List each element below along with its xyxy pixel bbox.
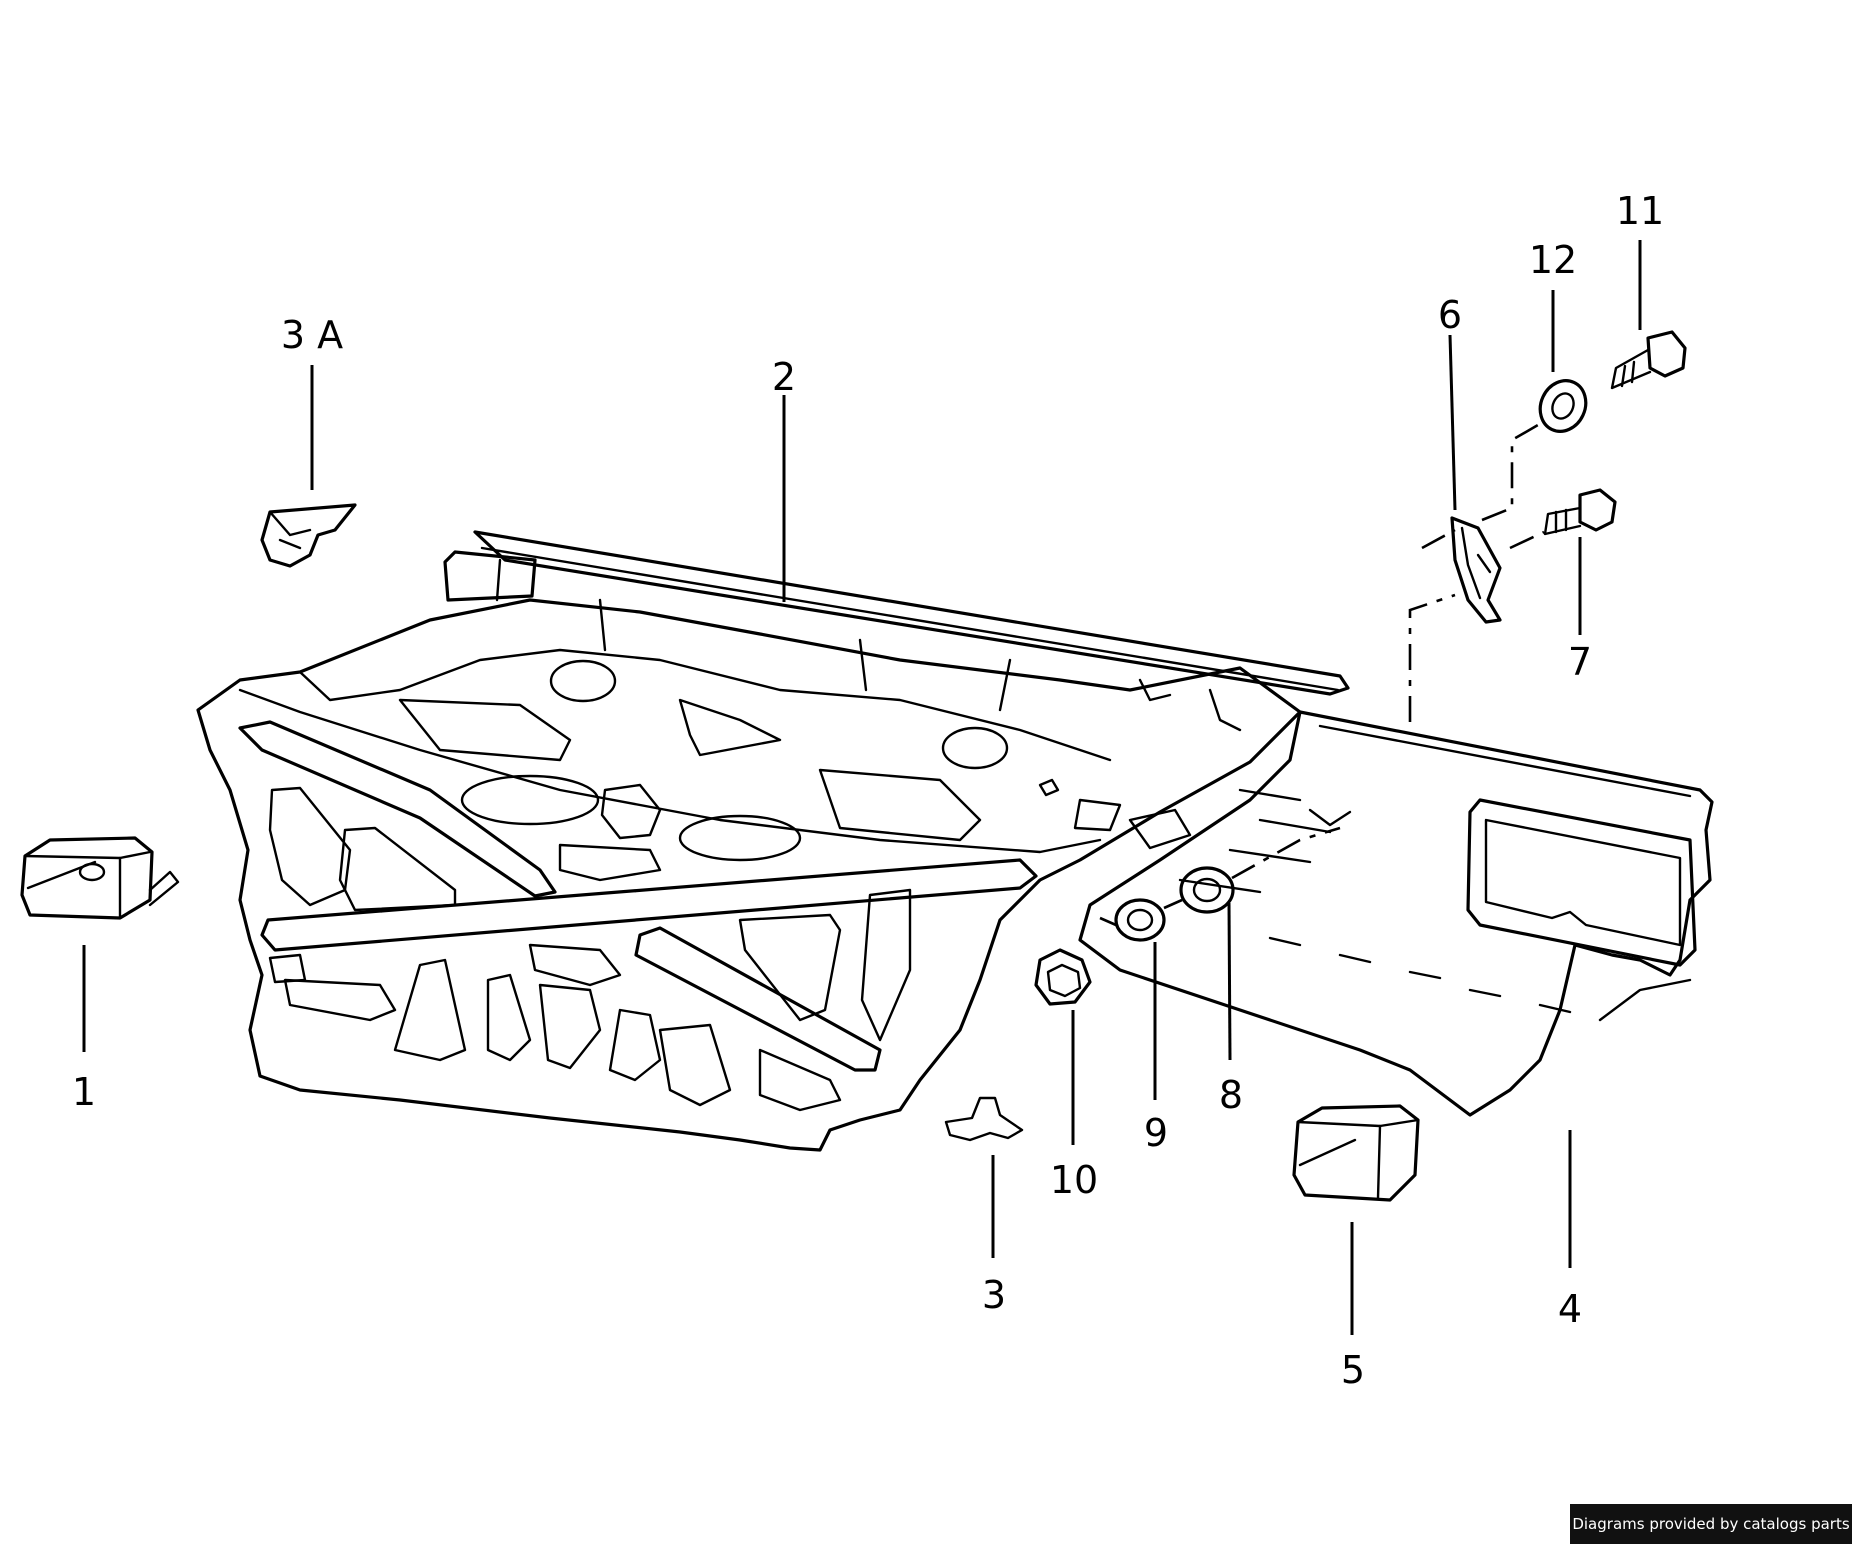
callout-3a[interactable]: 3 A (281, 313, 343, 357)
part-8-washer-drawing (1179, 866, 1235, 914)
callout-3[interactable]: 3 (982, 1273, 1006, 1317)
part-2-floor-panel-drawing (196, 530, 1350, 1152)
part-10-nut-drawing (1034, 948, 1092, 1006)
callout-8[interactable]: 8 (1219, 1073, 1243, 1117)
part-3a-clip-drawing (260, 503, 357, 568)
part-1-block-drawing (20, 836, 180, 920)
part-11-bolt-drawing (1610, 330, 1687, 390)
callout-4[interactable]: 4 (1558, 1287, 1582, 1331)
callout-5[interactable]: 5 (1341, 1348, 1365, 1392)
part-12-washer-drawing (1538, 379, 1588, 433)
part-7-bolt-drawing (1543, 488, 1617, 536)
callout-1[interactable]: 1 (72, 1070, 96, 1114)
credit-banner: Diagrams provided by catalogs parts (1570, 1504, 1852, 1544)
part-6-bracket-drawing (1450, 516, 1502, 624)
callout-10[interactable]: 10 (1050, 1158, 1098, 1202)
callout-6[interactable]: 6 (1438, 293, 1462, 337)
callout-11[interactable]: 11 (1616, 189, 1664, 233)
part-5-block-drawing (1292, 1104, 1420, 1202)
assembly-lines (1099, 423, 1545, 927)
part-3-clip-drawing (944, 1096, 1024, 1142)
part-9-washer-drawing (1114, 898, 1166, 942)
callout-12[interactable]: 12 (1529, 238, 1577, 282)
callout-7[interactable]: 7 (1568, 640, 1592, 684)
callout-labels: 1 2 3 3 A 4 5 6 7 8 9 10 11 12 (72, 189, 1664, 1392)
part-4-cross-panel-drawing (1078, 710, 1714, 1117)
leader-lines (82, 240, 1642, 1335)
callout-9[interactable]: 9 (1144, 1111, 1168, 1155)
callout-2[interactable]: 2 (772, 355, 796, 399)
